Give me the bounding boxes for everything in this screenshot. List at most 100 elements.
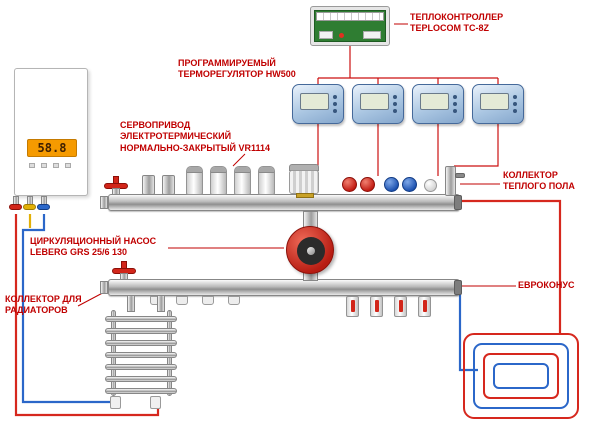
floor-loop <box>463 333 579 419</box>
drain-cap <box>228 296 240 305</box>
boiler-display: 58.8 <box>27 139 77 157</box>
boiler-valve-red <box>9 204 22 210</box>
radiator-rung <box>105 376 177 382</box>
end-valve-handle <box>455 173 465 178</box>
label-floor-manifold: КОЛЛЕКТОР ТЕПЛОГО ПОЛА <box>503 170 575 193</box>
room-thermostat-1 <box>292 84 344 124</box>
label-line: КОЛЛЕКТОР <box>503 170 558 180</box>
label-line: РАДИАТОРОВ <box>5 305 68 316</box>
servo-actuator-3 <box>234 166 251 195</box>
flow-meter-4 <box>418 296 431 317</box>
label-line: TEPLOCOM TC-8Z <box>410 23 489 34</box>
label-controller: ТЕПЛОКОНТРОЛЛЕР TEPLOCOM TC-8Z <box>410 12 503 35</box>
thermostat-button <box>333 109 337 113</box>
radiator-rung <box>105 352 177 358</box>
label-thermostat: ПРОГРАММИРУЕМЫЙ ТЕРМОРЕГУЛЯТОР HW500 <box>178 58 296 81</box>
boiler: 58.8 <box>14 68 88 196</box>
drain-cap <box>176 296 188 305</box>
label-line: НОРМАЛЬНО-ЗАКРЫТЫЙ VR1114 <box>120 142 271 153</box>
boiler-valve-yellow <box>23 204 36 210</box>
radiator-rung <box>105 388 177 394</box>
loop-cap-white <box>424 179 437 192</box>
hot-pipes <box>14 199 562 417</box>
label-line: ЦИРКУЛЯЦИОННЫЙ НАСОС <box>30 236 157 246</box>
radiator-riser <box>157 295 165 312</box>
thermostatic-head <box>289 170 319 194</box>
radiator-rung <box>105 316 177 322</box>
label-line: СЕРВОПРИВОД <box>120 120 191 130</box>
label-servo: СЕРВОПРИВОД ЭЛЕКТРОТЕРМИЧЕСКИЙ НОРМАЛЬНО… <box>120 120 270 154</box>
manifold-supply-bar <box>108 194 460 211</box>
flow-meter-1 <box>346 296 359 317</box>
thermostat-button <box>453 102 457 106</box>
boiler-button <box>53 163 59 168</box>
boiler-button <box>29 163 35 168</box>
loop-cap-cold <box>384 177 399 192</box>
thermostat-wires <box>317 46 499 176</box>
radiator-rung <box>105 340 177 346</box>
loop-cap-hot <box>360 177 375 192</box>
thermostat-button <box>333 95 337 99</box>
room-thermostat-2 <box>352 84 404 124</box>
pointer-lines <box>77 23 516 307</box>
pump-screw <box>307 247 315 255</box>
thermostat-button <box>393 102 397 106</box>
air-vent-valve <box>142 175 155 195</box>
thermostat-button <box>393 95 397 99</box>
brass-valve-body <box>296 193 314 198</box>
thermostat-button <box>453 95 457 99</box>
loop-cap-hot <box>342 177 357 192</box>
radiator-riser <box>127 295 135 312</box>
thermostat-button <box>513 95 517 99</box>
valve-body <box>112 188 120 195</box>
towel-radiator <box>103 310 181 398</box>
thermostat-screen <box>480 93 509 110</box>
cold-pipes <box>21 214 478 404</box>
manifold-end-nut <box>100 281 108 294</box>
servo-actuator-4 <box>258 166 275 195</box>
radiator-rung <box>105 364 177 370</box>
label-line: LEBERG GRS 25/6 130 <box>30 247 128 258</box>
manifold-end-valve <box>445 166 456 196</box>
label-line: ПРОГРАММИРУЕМЫЙ <box>178 58 276 68</box>
manifold-return-bar <box>108 279 460 296</box>
flow-meter-3 <box>394 296 407 317</box>
manifold-end-cap <box>454 195 462 210</box>
thermostat-screen <box>420 93 449 110</box>
label-line: ТЕПЛОГО ПОЛА <box>503 181 575 192</box>
label-line: ТЕРМОРЕГУЛЯТОР HW500 <box>178 69 296 80</box>
label-pump: ЦИРКУЛЯЦИОННЫЙ НАСОС LEBERG GRS 25/6 130 <box>30 236 156 259</box>
controller-connector <box>363 31 381 39</box>
label-line: ЭЛЕКТРОТЕРМИЧЕСКИЙ <box>120 131 232 142</box>
controller-relay <box>319 31 333 39</box>
label-line: КОЛЛЕКТОР ДЛЯ <box>5 294 82 304</box>
thermostat-button <box>333 102 337 106</box>
radiator-rung <box>105 328 177 334</box>
controller-terminal-strip <box>316 12 384 21</box>
manifold-end-cap <box>454 280 462 295</box>
boiler-button <box>65 163 71 168</box>
controller-device <box>310 6 390 46</box>
loop-cap-cold <box>402 177 417 192</box>
label-line: ЕВРОКОНУС <box>518 280 575 290</box>
thermostat-screen <box>300 93 329 110</box>
thermostat-button <box>453 109 457 113</box>
controller-led <box>339 33 344 38</box>
label-euroconus: ЕВРОКОНУС <box>518 280 574 291</box>
label-radiator-manifold: КОЛЛЕКТОР ДЛЯ РАДИАТОРОВ <box>5 294 82 317</box>
drain-cap <box>202 296 214 305</box>
label-line: ТЕПЛОКОНТРОЛЛЕР <box>410 12 504 22</box>
thermostat-button <box>513 109 517 113</box>
room-thermostat-3 <box>412 84 464 124</box>
thermostat-button <box>513 102 517 106</box>
boiler-button <box>41 163 47 168</box>
valve-body <box>120 273 128 280</box>
servo-actuator-2 <box>210 166 227 195</box>
radiator-valve <box>150 396 161 409</box>
thermostat-button <box>393 109 397 113</box>
circulation-pump <box>286 226 334 274</box>
air-vent-valve <box>162 175 175 195</box>
room-thermostat-4 <box>472 84 524 124</box>
